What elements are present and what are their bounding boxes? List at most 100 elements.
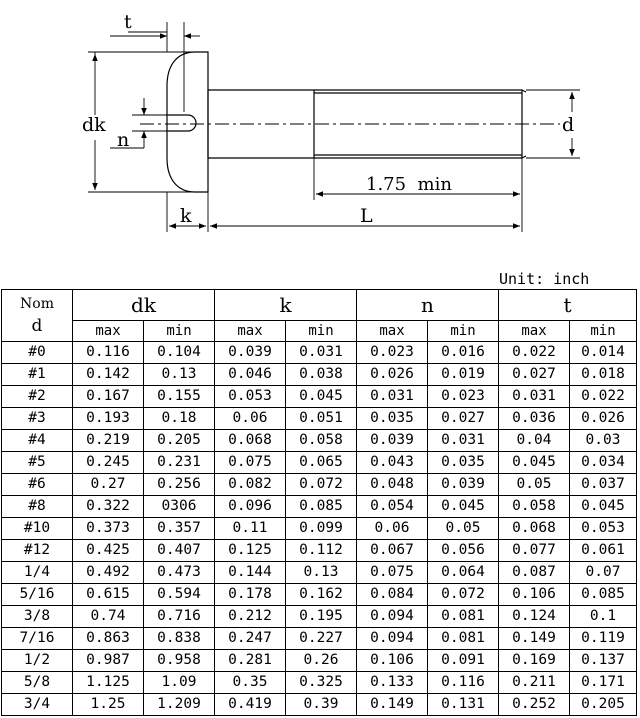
value-cell: 0.036	[498, 407, 570, 430]
value-cell: 0.419	[214, 693, 286, 716]
value-cell: 0.124	[498, 605, 570, 628]
value-cell: 0.987	[72, 649, 144, 672]
subheader-min: min	[285, 320, 357, 342]
size-cell: 3/4	[1, 693, 73, 716]
size-cell: #12	[1, 539, 73, 562]
value-cell: 0.131	[427, 693, 499, 716]
value-cell: 0.016	[427, 341, 499, 364]
slot	[167, 114, 197, 132]
value-cell: 0.034	[569, 451, 637, 474]
nom-label: Nom	[20, 296, 54, 312]
value-cell: 0.027	[427, 407, 499, 430]
value-cell: 0.03	[569, 429, 637, 452]
value-cell: 0.142	[72, 363, 144, 386]
value-cell: 0.1	[569, 605, 637, 628]
value-cell: 0.13	[285, 561, 357, 584]
value-cell: 0.085	[569, 583, 637, 606]
value-cell: 0.149	[498, 627, 570, 650]
value-cell: 0.068	[498, 517, 570, 540]
size-cell: 7/16	[1, 627, 73, 650]
group-header-k: k	[214, 289, 357, 321]
value-cell: 1.09	[143, 671, 215, 694]
size-cell: 1/2	[1, 649, 73, 672]
dimension-table: Nom d dk k n t max min max min max min m…	[1, 289, 637, 716]
value-cell: 0.046	[214, 363, 286, 386]
value-cell: 0.473	[143, 561, 215, 584]
value-cell: 0.13	[143, 363, 215, 386]
value-cell: 0.245	[72, 451, 144, 474]
value-cell: 0.075	[356, 561, 428, 584]
value-cell: 0.045	[569, 495, 637, 518]
value-cell: 0.035	[427, 451, 499, 474]
value-cell: 0.171	[569, 671, 637, 694]
value-cell: 0.492	[72, 561, 144, 584]
value-cell: 0.022	[569, 385, 637, 408]
value-cell: 0.018	[569, 363, 637, 386]
value-cell: 0.064	[427, 561, 499, 584]
value-cell: 0.149	[356, 693, 428, 716]
subheader-min: min	[143, 320, 215, 342]
value-cell: 1.25	[72, 693, 144, 716]
value-cell: 0.112	[285, 539, 357, 562]
subheader-max: max	[498, 320, 570, 342]
value-cell: 0.077	[498, 539, 570, 562]
value-cell: 0.39	[285, 693, 357, 716]
unit-label: Unit: inch	[499, 270, 590, 288]
size-cell: #1	[1, 363, 73, 386]
value-cell: 0.74	[72, 605, 144, 628]
value-cell: 0.031	[285, 341, 357, 364]
value-cell: 0.084	[356, 583, 428, 606]
value-cell: 0.07	[569, 561, 637, 584]
value-cell: 0.081	[427, 627, 499, 650]
value-cell: 0.205	[569, 693, 637, 716]
value-cell: 0.252	[498, 693, 570, 716]
value-cell: 0.045	[285, 385, 357, 408]
value-cell: 0.195	[285, 605, 357, 628]
value-cell: 0.125	[214, 539, 286, 562]
screw-head	[166, 51, 209, 193]
value-cell: 0.05	[498, 473, 570, 496]
label-thread-length: 1.75 min	[366, 174, 452, 195]
value-cell: 0.256	[143, 473, 215, 496]
size-cell: 5/16	[1, 583, 73, 606]
subheader-max: max	[214, 320, 286, 342]
value-cell: 0.035	[356, 407, 428, 430]
value-cell: 0.031	[356, 385, 428, 408]
value-cell: 0.068	[214, 429, 286, 452]
value-cell: 0.205	[143, 429, 215, 452]
group-header-t: t	[498, 289, 637, 321]
subheader-max: max	[356, 320, 428, 342]
size-cell: #4	[1, 429, 73, 452]
value-cell: 0.167	[72, 385, 144, 408]
group-header-dk: dk	[72, 289, 215, 321]
subheader-min: min	[427, 320, 499, 342]
value-cell: 0.096	[214, 495, 286, 518]
value-cell: 0.231	[143, 451, 215, 474]
value-cell: 0.06	[356, 517, 428, 540]
value-cell: 0.023	[427, 385, 499, 408]
value-cell: 0.045	[498, 451, 570, 474]
value-cell: 0.26	[285, 649, 357, 672]
value-cell: 0.594	[143, 583, 215, 606]
value-cell: 0.325	[285, 671, 357, 694]
size-cell: 5/8	[1, 671, 73, 694]
value-cell: 0.031	[498, 385, 570, 408]
value-cell: 0.162	[285, 583, 357, 606]
value-cell: 0.014	[569, 341, 637, 364]
value-cell: 0.085	[285, 495, 357, 518]
value-cell: 0.104	[143, 341, 215, 364]
value-cell: 0.051	[285, 407, 357, 430]
value-cell: 0.11	[214, 517, 286, 540]
